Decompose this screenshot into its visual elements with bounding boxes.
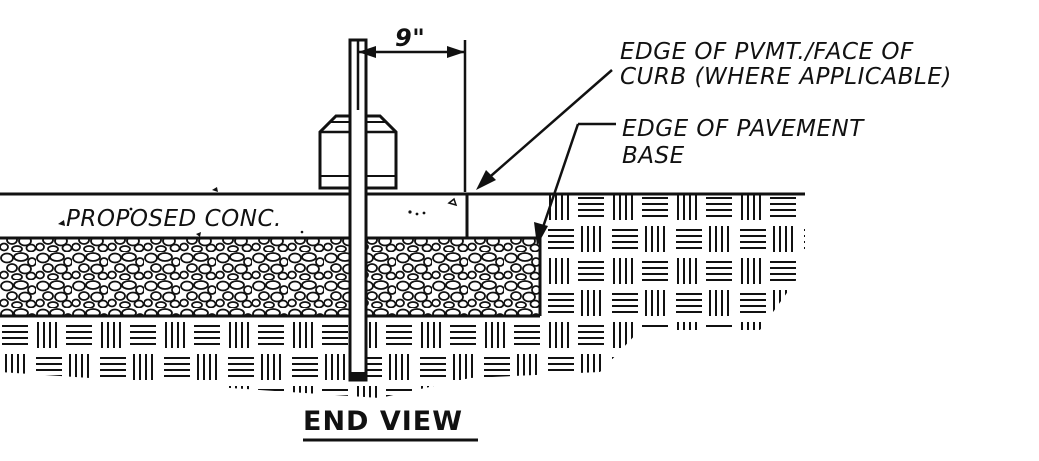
title-end-view: END VIEW (303, 406, 463, 437)
label-edge-of-base-line1: EDGE OF PAVEMENT (622, 116, 865, 142)
dimension-9-inch: 9" (356, 24, 467, 192)
label-edge-of-base-line2: BASE (622, 143, 685, 169)
label-edge-of-pavement-line2: CURB (WHERE APPLICABLE) (620, 64, 952, 90)
view-title: END VIEW (303, 406, 478, 442)
leader-edge-of-pavement (476, 69, 613, 190)
post-assembly (318, 38, 398, 382)
pavement-base-gravel (0, 236, 542, 318)
label-proposed-concrete: PROPOSED CONC. (66, 206, 282, 232)
leader-edge-of-base (534, 122, 616, 246)
dimension-label: 9" (395, 24, 425, 52)
label-edge-of-pavement-line1: EDGE OF PVMT./FACE OF (620, 39, 914, 65)
subgrade-soil (0, 194, 805, 398)
concrete-slab (0, 187, 805, 240)
